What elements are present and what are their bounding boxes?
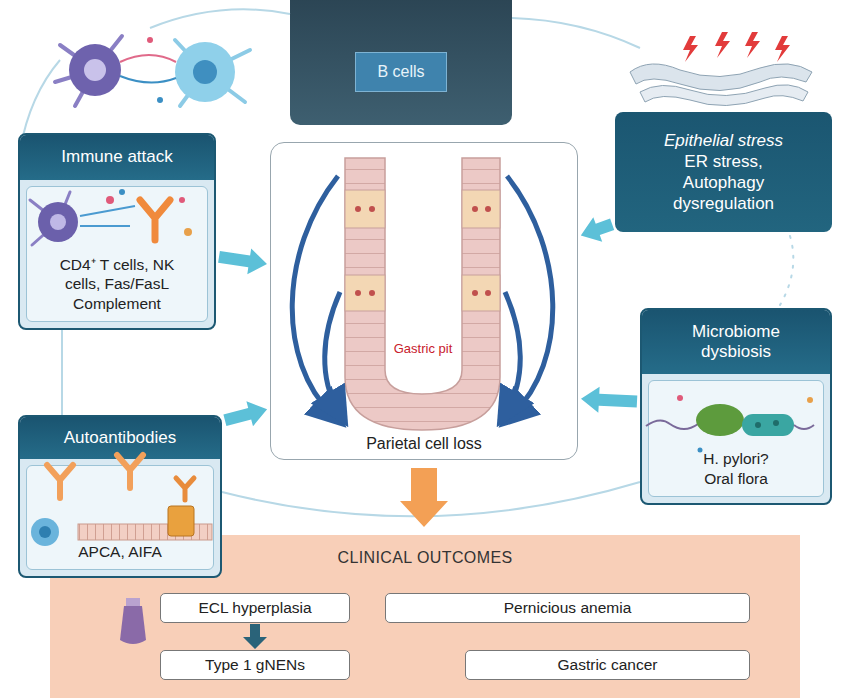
dot xyxy=(147,37,153,43)
dendritic-cell xyxy=(69,44,121,96)
stress-bolt xyxy=(775,36,790,62)
stress-bolt xyxy=(683,36,698,62)
pit-box: Parietal cell loss xyxy=(270,142,578,460)
panel-text: APCA, AIFA xyxy=(78,542,162,561)
stress-box: Epithelial stressER stress, Autophagy dy… xyxy=(615,112,832,232)
node-label: CLINICAL OUTCOMES xyxy=(337,549,512,567)
flow-arrow xyxy=(581,387,637,413)
outcome-box: ECL hyperplasia xyxy=(160,593,350,623)
stress-bolt xyxy=(745,32,760,58)
dendrite xyxy=(175,40,250,106)
immune-cells-illustration xyxy=(55,36,250,106)
outcome-box: Pernicious anemia xyxy=(385,593,750,623)
node-label: Pernicious anemia xyxy=(504,599,632,617)
panel-text: H. pylori? Oral flora xyxy=(689,449,784,488)
outcome-box: Gastric cancer xyxy=(465,650,750,680)
synapse-line xyxy=(120,76,176,83)
panel-heading: Autoantibodies xyxy=(64,428,176,448)
outcome-box: Type 1 gNENs xyxy=(160,650,350,680)
synapse-line xyxy=(120,55,176,62)
dot xyxy=(157,97,163,103)
er-membrane xyxy=(630,64,812,91)
mechanism-panel: AutoantibodiesAPCA, AIFA xyxy=(18,415,222,578)
node-label: Parietal cell loss xyxy=(366,435,482,453)
panel-body: H. pylori? Oral flora xyxy=(648,380,824,497)
cycle-arc xyxy=(780,236,793,305)
mechanism-panel: Immune attackCD4⁺ T cells, NK cells, Fas… xyxy=(18,133,216,330)
node-label: Type 1 gNENs xyxy=(205,656,305,674)
flow-arrow xyxy=(223,401,267,426)
node-label: B cells xyxy=(377,63,424,81)
flow-arrow xyxy=(581,217,614,242)
cycle-arc xyxy=(61,330,63,415)
panel-header: Autoantibodies xyxy=(20,417,220,459)
node-label: Gastric cancer xyxy=(558,656,658,674)
b-cell-box: B cells xyxy=(355,52,447,92)
cell-nucleus xyxy=(84,59,106,81)
flow-arrow xyxy=(218,249,267,275)
node-label: ECL hyperplasia xyxy=(198,599,311,617)
panel-header: Immune attack xyxy=(20,135,214,180)
panel-header: Microbiome dysbiosis xyxy=(642,310,830,374)
cell-nucleus xyxy=(193,60,217,84)
stress-bolt xyxy=(715,32,730,58)
er-illustration xyxy=(630,32,812,106)
node-text: ER stress, Autophagy dysregulation xyxy=(659,151,789,215)
dendrite xyxy=(55,36,122,106)
mechanism-panel: Microbiome dysbiosis H. pylori? Oral flor… xyxy=(640,308,832,505)
flow-arrow xyxy=(400,468,448,527)
panel-heading: Microbiome dysbiosis xyxy=(681,322,791,363)
panel-heading: Immune attack xyxy=(61,147,173,167)
panel-body: CD4⁺ T cells, NK cells, Fas/FasL Complem… xyxy=(26,186,208,322)
cycle-arc xyxy=(512,18,640,48)
er-membrane xyxy=(640,85,808,106)
panel-body: APCA, AIFA xyxy=(26,465,214,570)
cycle-arc xyxy=(222,482,640,516)
b-cell-frame xyxy=(290,0,512,125)
part-label: Gastric pit xyxy=(390,341,456,356)
node-label: Epithelial stress xyxy=(664,130,783,151)
t-cell xyxy=(175,42,235,102)
cycle-arc xyxy=(150,9,290,28)
panel-text: CD4⁺ T cells, NK cells, Fas/FasL Complem… xyxy=(42,255,192,313)
